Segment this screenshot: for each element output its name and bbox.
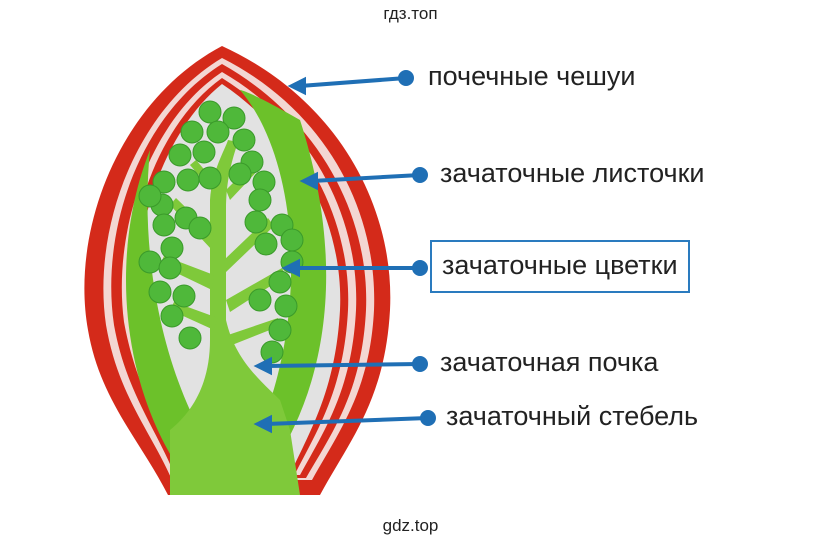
label-leaf-primordia: зачаточные листочки	[440, 158, 705, 188]
bud-leaves	[126, 90, 327, 470]
label-embryonic-stem: зачаточный стебель	[446, 401, 699, 431]
label-embryonic-bud: зачаточная почка	[440, 347, 659, 377]
label-bud-scales: почечные чешуи	[428, 61, 636, 91]
label-flower-primordia: зачаточные цветки	[430, 240, 690, 293]
bud-flowers	[138, 100, 304, 364]
pointer-lines	[253, 70, 436, 434]
watermark-top: гдз.топ	[383, 4, 438, 23]
watermark-bottom: gdz.top	[382, 516, 439, 535]
